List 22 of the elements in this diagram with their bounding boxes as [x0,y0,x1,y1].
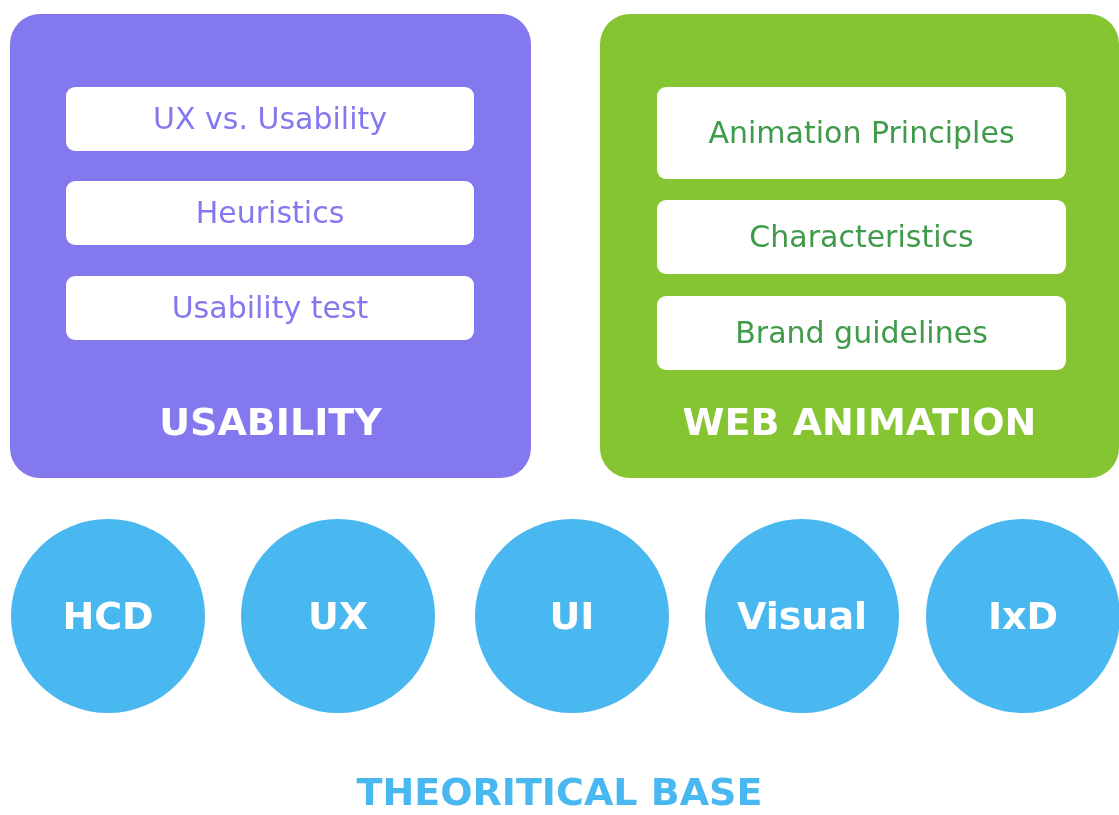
topic-card [657,296,1066,370]
section-caption: THEORITICAL BASE [356,770,763,814]
topic-text: Animation Principles [708,114,1015,152]
topic-text: Usability test [171,289,369,327]
topic-text: Heuristics [195,194,345,232]
topic-text: Characteristics [749,218,974,256]
topic-card [66,181,474,245]
category-panel [10,14,531,478]
topic-text: Brand guidelines [735,314,988,352]
topic-card [66,276,474,340]
circle-label: HCD [62,594,154,638]
circle-label: UI [549,594,595,638]
circle-label: Visual [736,594,868,638]
category-panel [600,14,1119,478]
topic-text: UX vs. Usability [152,100,387,138]
circle-label: UX [307,594,369,638]
topic-card [66,87,474,151]
topic-card [657,200,1066,274]
panel-heading: USABILITY [158,400,383,444]
topic-card [657,87,1066,179]
panel-heading: WEB ANIMATION [681,400,1038,444]
circle-label: IxD [987,594,1059,638]
